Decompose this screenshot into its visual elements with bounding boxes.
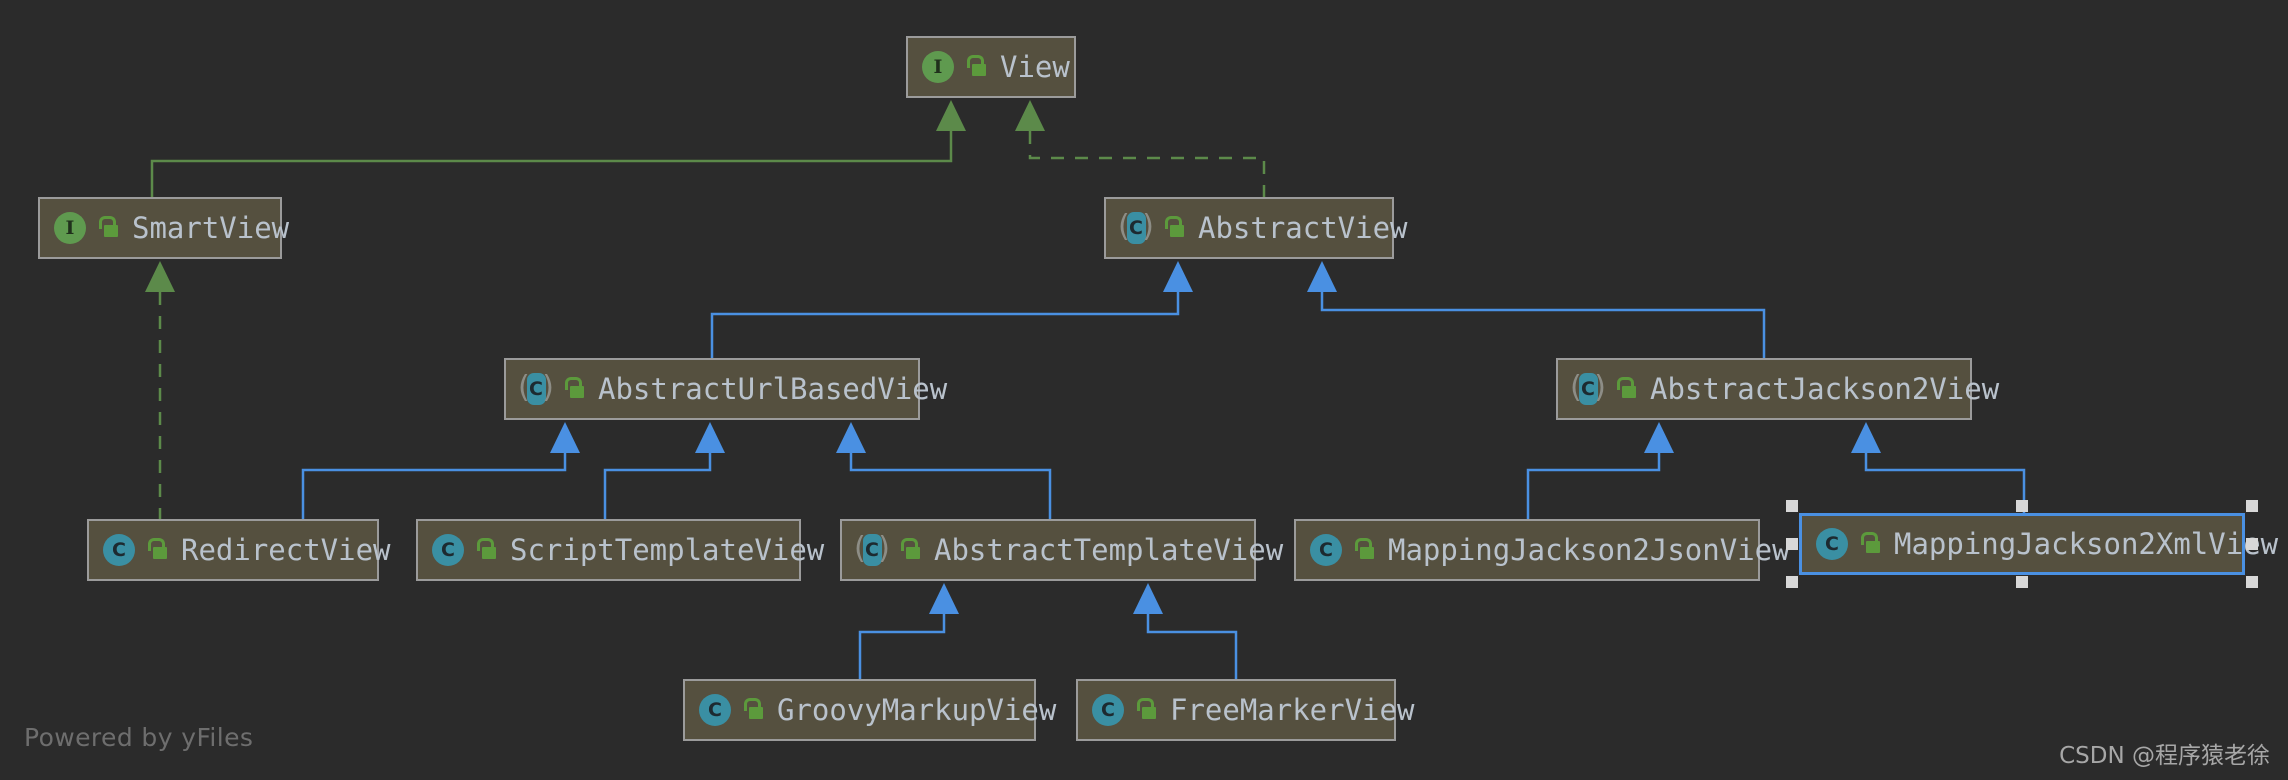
selection-handle-w[interactable] bbox=[1786, 538, 1798, 550]
selection-handle-sw[interactable] bbox=[1786, 576, 1798, 588]
class-node-label: GroovyMarkupView bbox=[777, 692, 1057, 727]
selection-handle-nw[interactable] bbox=[1786, 500, 1798, 512]
interface-icon: I bbox=[920, 49, 956, 85]
selection-handle-s[interactable] bbox=[2016, 576, 2028, 588]
interface-icon: I bbox=[52, 210, 88, 246]
edge-smartview-to-view bbox=[150, 100, 966, 197]
class-node-view[interactable]: I View bbox=[906, 36, 1076, 98]
unlocked-public-icon bbox=[562, 377, 584, 401]
class-node-label: MappingJackson2XmlView bbox=[1894, 526, 2279, 561]
csdn-watermark: CSDN @程序猿老徐 bbox=[2059, 743, 2270, 769]
unlocked-public-icon bbox=[741, 698, 763, 722]
selection-handle-se[interactable] bbox=[2246, 576, 2258, 588]
class-node-smartview[interactable]: I SmartView bbox=[38, 197, 289, 259]
class-node-label: AbstractUrlBasedView bbox=[598, 371, 948, 406]
unlocked-public-icon bbox=[898, 538, 920, 562]
class-icon: C bbox=[430, 532, 466, 568]
class-node-abstracttemplateview[interactable]: ( C ) AbstractTemplateView bbox=[840, 519, 1283, 581]
unlocked-public-icon bbox=[96, 216, 118, 240]
class-node-label: AbstractView bbox=[1198, 210, 1408, 245]
abstract-class-icon: ( C ) bbox=[518, 370, 554, 405]
edge-scripttemplateview-to-absurlbasedview bbox=[603, 422, 725, 519]
class-node-abstractview[interactable]: ( C ) AbstractView bbox=[1104, 197, 1408, 259]
unlocked-public-icon bbox=[1134, 698, 1156, 722]
unlocked-public-icon bbox=[1614, 377, 1636, 401]
selection-handle-e[interactable] bbox=[2246, 538, 2258, 550]
selection-handle-ne[interactable] bbox=[2246, 500, 2258, 512]
class-node-scripttemplateview[interactable]: C ScriptTemplateView bbox=[416, 519, 824, 581]
class-node-label: ScriptTemplateView bbox=[510, 532, 825, 567]
edge-redirectview-to-smartview bbox=[145, 261, 175, 519]
unlocked-public-icon bbox=[1352, 538, 1374, 562]
abstract-class-icon: ( C ) bbox=[1570, 370, 1606, 405]
class-icon: C bbox=[1090, 692, 1126, 728]
class-node-label: FreeMarkerView bbox=[1170, 692, 1415, 727]
unlocked-public-icon bbox=[964, 55, 986, 79]
edge-absurlbasedview-to-abstractview bbox=[710, 261, 1193, 358]
unlocked-public-icon bbox=[1858, 532, 1880, 556]
edge-redirectview-to-absurlbasedview bbox=[301, 422, 580, 519]
class-node-label: View bbox=[1000, 49, 1070, 84]
unlocked-public-icon bbox=[474, 538, 496, 562]
edge-groovymarkup-to-abstemplateview bbox=[858, 583, 959, 679]
unlocked-public-icon bbox=[145, 538, 167, 562]
class-node-label: SmartView bbox=[132, 210, 290, 245]
selection-handle-n[interactable] bbox=[2016, 500, 2028, 512]
class-icon: C bbox=[1814, 526, 1850, 562]
edge-mappingxml-to-absjackson2view bbox=[1851, 422, 2026, 513]
class-node-label: RedirectView bbox=[181, 532, 391, 567]
class-node-groovymarkupview[interactable]: C GroovyMarkupView bbox=[683, 679, 1056, 741]
class-node-freemarkerview[interactable]: C FreeMarkerView bbox=[1076, 679, 1414, 741]
edge-abstemplateview-to-absurlbasedview bbox=[836, 422, 1052, 519]
yfiles-watermark: Powered by yFiles bbox=[24, 723, 254, 752]
edge-freemarker-to-abstemplateview bbox=[1133, 583, 1238, 679]
class-icon: C bbox=[101, 532, 137, 568]
class-node-abstracturlbasedview[interactable]: ( C ) AbstractUrlBasedView bbox=[504, 358, 947, 420]
edge-abstractview-to-view bbox=[1015, 100, 1266, 197]
class-icon: C bbox=[697, 692, 733, 728]
class-node-mappingjackson2jsonview[interactable]: C MappingJackson2JsonView bbox=[1294, 519, 1790, 581]
unlocked-public-icon bbox=[1162, 216, 1184, 240]
edge-absjackson2view-to-abstractview bbox=[1307, 261, 1766, 358]
class-node-redirectview[interactable]: C RedirectView bbox=[87, 519, 391, 581]
class-node-label: AbstractTemplateView bbox=[934, 532, 1284, 567]
class-node-abstractjackson2view[interactable]: ( C ) AbstractJackson2View bbox=[1556, 358, 1999, 420]
class-icon: C bbox=[1308, 532, 1344, 568]
class-node-label: MappingJackson2JsonView bbox=[1388, 532, 1790, 567]
abstract-class-icon: ( C ) bbox=[1118, 209, 1154, 244]
edge-mappingjson-to-absjackson2view bbox=[1526, 422, 1674, 519]
abstract-class-icon: ( C ) bbox=[854, 531, 890, 566]
class-node-mappingjackson2xmlview[interactable]: C MappingJackson2XmlView bbox=[1799, 513, 2278, 575]
class-node-label: AbstractJackson2View bbox=[1650, 371, 2000, 406]
